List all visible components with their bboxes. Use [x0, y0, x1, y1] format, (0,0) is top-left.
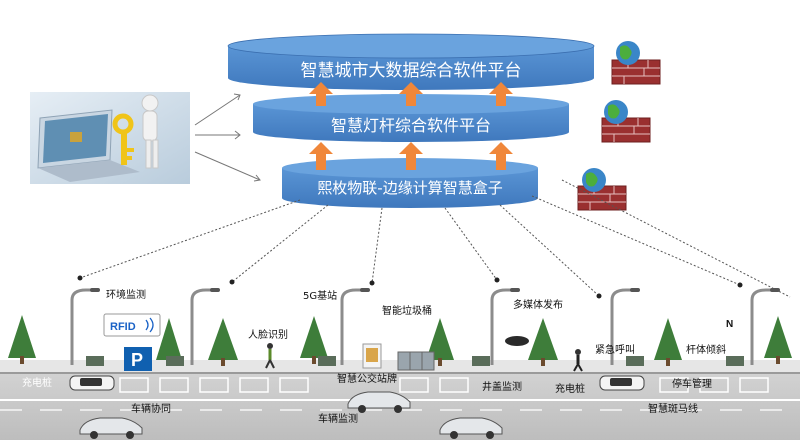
platform-label-big-data: 智慧城市大数据综合软件平台	[300, 61, 522, 81]
label-pole-tilt: 杆体倾斜	[686, 345, 726, 356]
connection-dots	[77, 275, 743, 299]
label-emergency-call: 紧急呼叫	[595, 345, 635, 356]
platform-label-edge-box: 熙枚物联-边缘计算智慧盒子	[317, 179, 503, 197]
image-arrows	[194, 93, 261, 182]
trees	[8, 315, 792, 366]
label-vehicle-monitoring: 车辆监测	[318, 414, 358, 425]
label-face-recognition: 人脸识别	[248, 330, 288, 341]
bus-stop-sign	[362, 343, 382, 369]
security-key-image	[30, 92, 190, 184]
firewall-icon-2	[601, 100, 651, 143]
car-charging-right	[599, 375, 645, 391]
rfid-tag: RFID	[103, 313, 161, 337]
label-charging-1: 充电桩	[22, 378, 52, 389]
parking-symbol: P	[131, 350, 143, 370]
platform-big-data	[227, 33, 595, 90]
label-multimedia: 多媒体发布	[513, 300, 563, 311]
car-vehicle-1	[347, 391, 411, 413]
rfid-text: RFID	[110, 321, 136, 333]
car-charging-left	[69, 375, 115, 391]
label-smart-trash: 智能垃圾桶	[382, 306, 432, 317]
label-5g-station: 5G基站	[303, 291, 338, 302]
label-manhole-monitoring: 井盖监测	[482, 382, 522, 393]
ground-units	[86, 356, 744, 366]
connection-lines	[79, 179, 791, 298]
pedestrian-figure-1	[265, 343, 275, 369]
smart-trash-bins	[397, 351, 435, 371]
manhole-cover-icon	[505, 336, 529, 346]
firewall-icon-3	[577, 168, 627, 211]
pole-lamps	[90, 288, 780, 292]
label-smart-bus-stop: 智慧公交站牌	[337, 374, 397, 385]
label-vehicle-coop: 车辆协同	[131, 404, 171, 415]
pedestrian-figure-2	[573, 349, 583, 372]
car-vehicle-2	[79, 417, 143, 439]
firewall-icon-1	[611, 41, 661, 85]
label-env-monitoring: 环境监测	[106, 290, 146, 301]
label-parking-management: 停车管理	[672, 379, 712, 390]
compass-letter: N	[726, 319, 733, 330]
street-poles	[70, 288, 774, 365]
label-charging-2: 充电桩	[555, 384, 585, 395]
label-smart-zebra: 智慧斑马线	[648, 404, 698, 415]
parking-sign: P	[124, 347, 152, 371]
platform-label-smart-pole: 智慧灯杆综合软件平台	[330, 116, 491, 135]
car-vehicle-3	[439, 417, 503, 439]
upward-arrows	[309, 82, 513, 170]
